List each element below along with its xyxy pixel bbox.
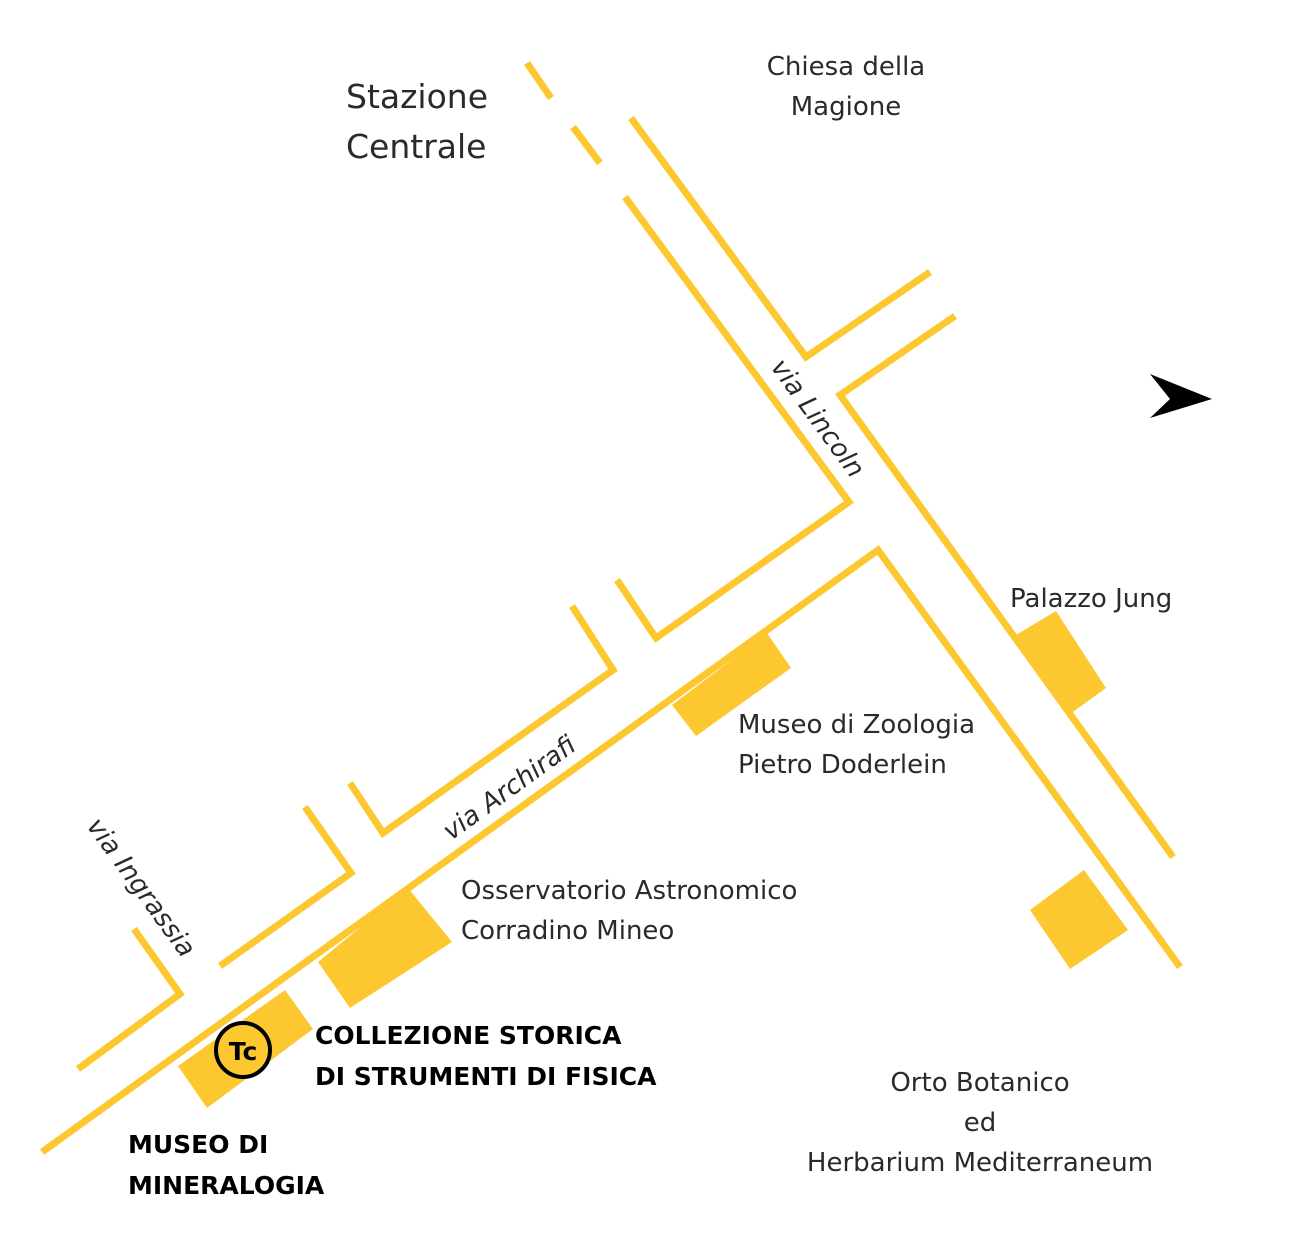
label-collezione-storica[interactable]: COLLEZIONE STORICA DI STRUMENTI DI FISIC… <box>315 1021 657 1091</box>
collezione-line-1: COLLEZIONE STORICA <box>315 1021 622 1050</box>
tc-marker-circle <box>214 1021 272 1079</box>
buildings <box>178 611 1128 1108</box>
road-north-branch <box>628 115 932 362</box>
zoologia-line-1: Museo di Zoologia <box>738 710 975 740</box>
via-archirafi-south-edge <box>39 545 1183 1155</box>
label-museo-zoologia: Museo di Zoologia Pietro Doderlein <box>738 710 975 780</box>
building-orto-botanico <box>1030 870 1128 969</box>
chiesa-line-1: Chiesa della <box>767 52 925 82</box>
via-lincoln-west-edge <box>614 194 854 643</box>
label-stazione-centrale: Stazione Centrale <box>346 77 488 166</box>
mineralogia-line-1: MUSEO DI <box>128 1130 268 1159</box>
road-dash-1 <box>524 61 554 100</box>
stazione-line-1: Stazione <box>346 77 488 116</box>
north-arrow-icon <box>1150 374 1212 418</box>
tc-marker-label: Tc <box>229 1037 258 1066</box>
side-street-north <box>217 804 356 969</box>
osservatorio-line-2: Corradino Mineo <box>461 916 674 946</box>
osservatorio-line-1: Osservatorio Astronomico <box>461 876 797 906</box>
street-label-via-archirafi: via Archirafi <box>437 730 582 846</box>
label-osservatorio: Osservatorio Astronomico Corradino Mineo <box>461 876 797 946</box>
via-lincoln-east-edge <box>835 313 1176 860</box>
orto-line-1: Orto Botanico <box>890 1068 1069 1098</box>
via-ingrassia-edge <box>75 926 185 1072</box>
zoologia-line-2: Pietro Doderlein <box>738 750 947 780</box>
collezione-line-2: DI STRUMENTI DI FISICA <box>315 1062 657 1091</box>
orto-line-3: Herbarium Mediterraneum <box>807 1148 1153 1178</box>
mineralogia-line-2: MINERALOGIA <box>128 1171 325 1200</box>
building-palazzo-jung <box>1016 611 1106 714</box>
tc-marker-icon[interactable]: Tc <box>214 1021 272 1079</box>
label-museo-mineralogia[interactable]: MUSEO DI MINERALOGIA <box>128 1130 325 1200</box>
building-osservatorio <box>318 888 452 1008</box>
chiesa-line-2: Magione <box>791 92 901 122</box>
via-archirafi-north-edge <box>347 604 618 838</box>
road-network <box>39 61 1183 1155</box>
label-chiesa-magione: Chiesa della Magione <box>767 52 925 122</box>
building-zoologia <box>672 633 791 736</box>
road-dash-2 <box>570 124 603 166</box>
label-orto-botanico: Orto Botanico ed Herbarium Mediterraneum <box>807 1068 1153 1178</box>
stazione-line-2: Centrale <box>346 127 486 166</box>
label-palazzo-jung: Palazzo Jung <box>1010 584 1172 614</box>
orto-line-2: ed <box>964 1108 997 1138</box>
